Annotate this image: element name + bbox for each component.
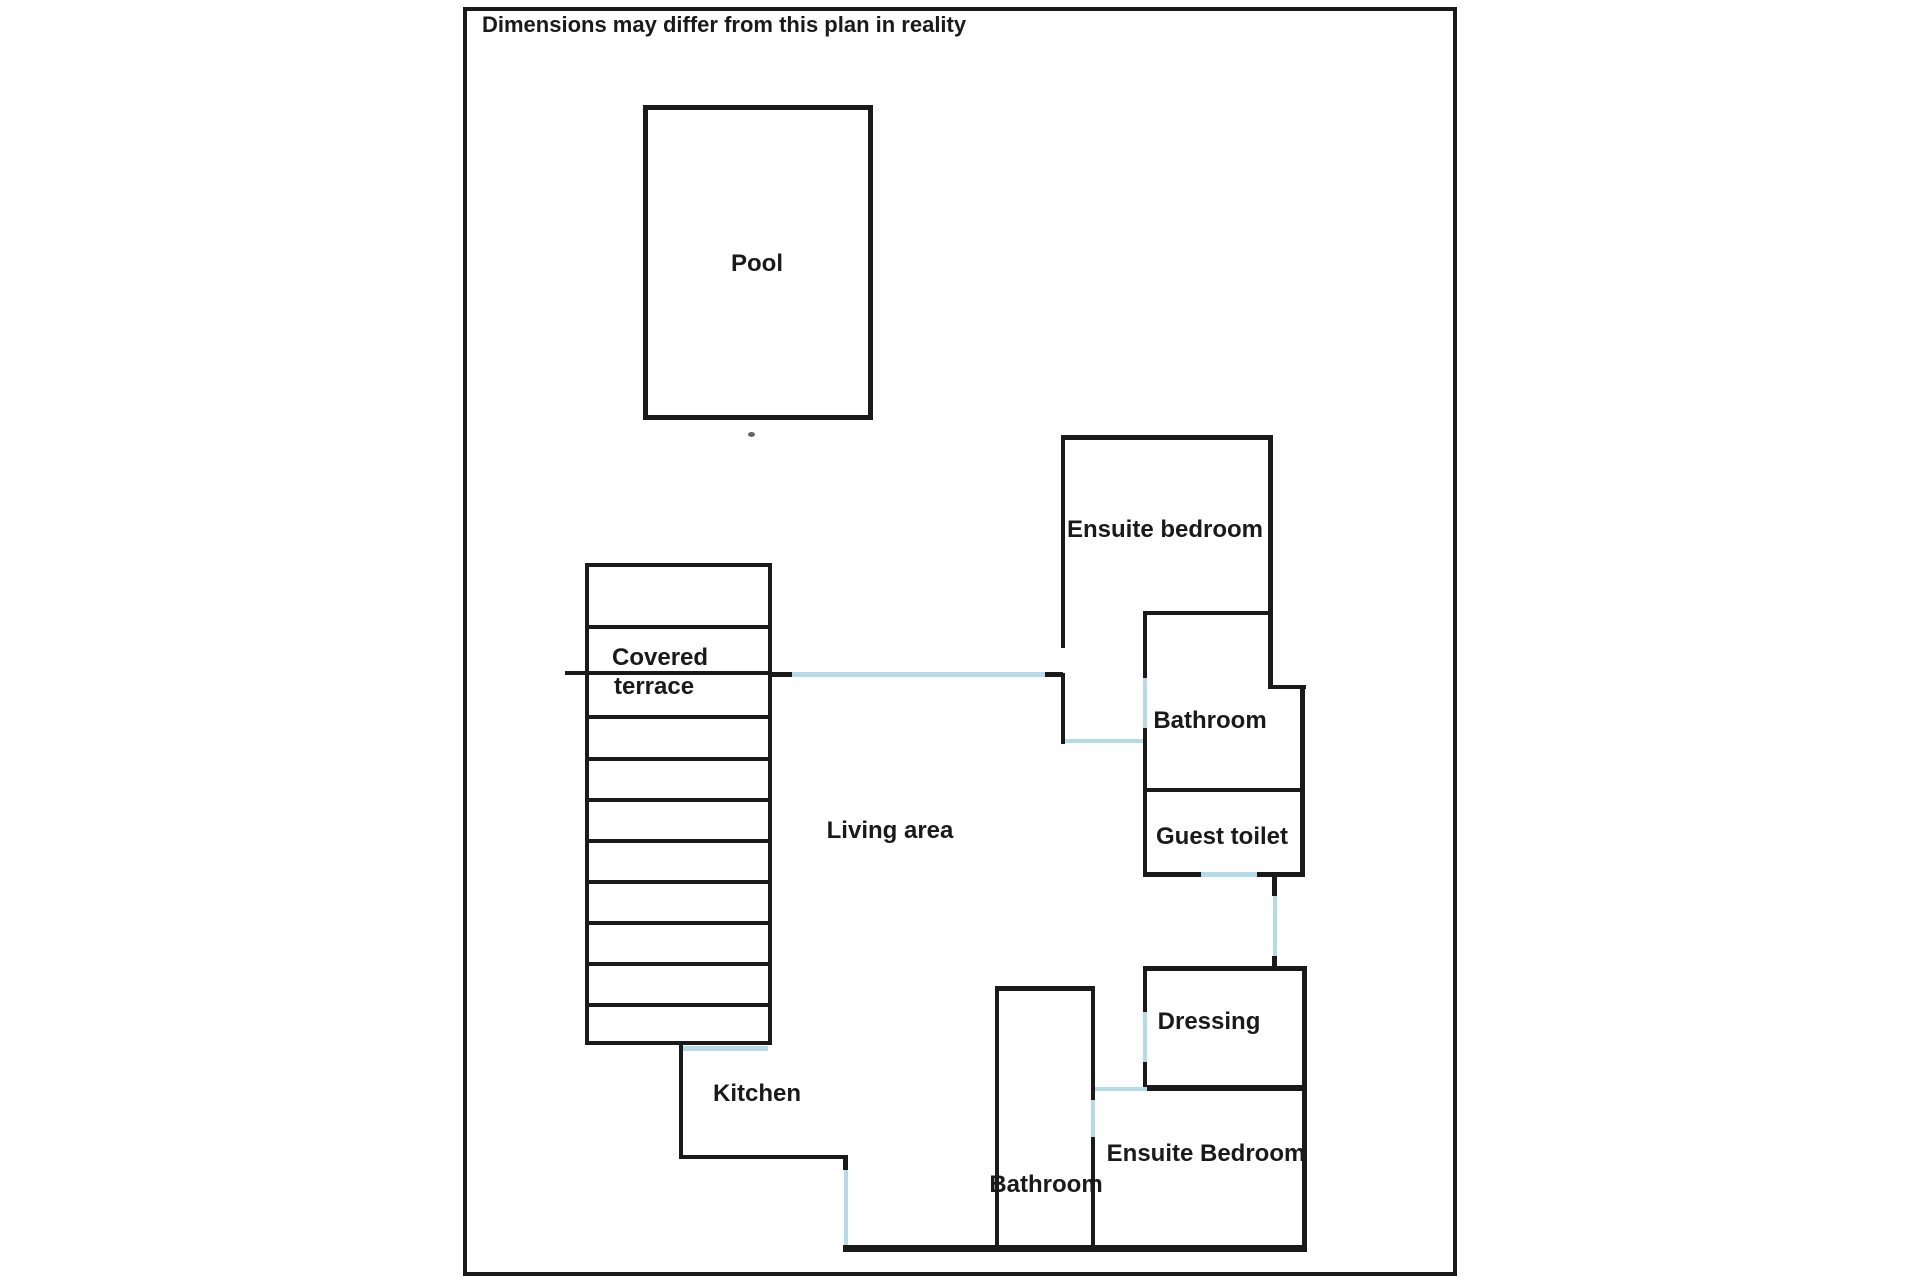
bathroom2-left-wall <box>995 988 999 1248</box>
plan-smudge-dot <box>748 432 755 437</box>
corridor-end-tick <box>1272 956 1277 970</box>
dressing-left-wall-upper <box>1143 966 1147 1012</box>
bathroom2-door-opening <box>1091 1100 1095 1137</box>
covered-terrace-outline <box>585 563 772 1045</box>
bathroom-door-opening <box>1143 678 1147 728</box>
room-label-dressing: Dressing <box>1157 1007 1261 1035</box>
bottom-exterior-wall <box>843 1245 1307 1252</box>
terrace-stripe <box>585 880 772 884</box>
bathroom-top-wall <box>1143 611 1272 615</box>
glazed-wall-end-right <box>1045 672 1063 677</box>
ensuite-right-wall <box>1268 435 1273 689</box>
bathroom-left-wall-upper <box>1143 611 1147 678</box>
terrace-stripe <box>585 671 772 675</box>
terrace-stripe <box>585 715 772 719</box>
terrace-stripe <box>585 1003 772 1007</box>
ensuite-top-wall <box>1061 435 1273 440</box>
glazed-wall-end-left <box>772 672 792 677</box>
ensuite-left-wall-lower <box>1061 673 1065 744</box>
plan-border <box>463 7 1457 1276</box>
terrace-stripe <box>585 798 772 802</box>
terrace-stripe <box>585 625 772 629</box>
ensuite-jut-wall <box>1268 685 1306 689</box>
disclaimer-text: Dimensions may differ from this plan in … <box>482 12 967 37</box>
room-label-bathroom-bottom: Bathroom <box>989 1170 1103 1198</box>
ensuite-window-opening <box>1065 739 1143 743</box>
right-exterior-wall <box>1302 966 1307 1250</box>
terrace-left-tick <box>565 671 585 675</box>
terrace-stripe <box>585 962 772 966</box>
kitchen-bottom-wall <box>679 1155 847 1159</box>
bathroom-guest-toilet-divider <box>1143 788 1305 792</box>
corridor-opening <box>1273 896 1277 960</box>
corridor-stub-wall <box>1272 872 1277 896</box>
room-label-terrace: terrace <box>614 672 695 700</box>
bathroom-left-wall-lower <box>1143 728 1147 875</box>
room-label-ensuite-bedroom-bottom: Ensuite Bedroom <box>1106 1139 1306 1167</box>
dressing-top-wall <box>1143 966 1307 971</box>
pool-outline <box>643 105 873 420</box>
room-label-ensuite-bedroom-top: Ensuite bedroom <box>1066 515 1264 543</box>
guest-toilet-bottom-wall-left <box>1143 872 1201 877</box>
kitchen-left-wall <box>679 1045 683 1159</box>
bedroom-window-opening <box>1093 1087 1147 1091</box>
bathroom2-right-wall-upper <box>1091 988 1095 1100</box>
bathroom-right-wall <box>1300 685 1305 876</box>
room-label-kitchen: Kitchen <box>712 1079 802 1107</box>
ensuite-left-wall-upper <box>1061 435 1065 648</box>
terrace-stripe <box>585 921 772 925</box>
terrace-stripe <box>585 757 772 761</box>
room-label-bathroom-top: Bathroom <box>1153 706 1267 734</box>
guest-toilet-door-opening <box>1201 872 1257 877</box>
terrace-stripe <box>585 839 772 843</box>
bathroom2-top-wall <box>995 986 1095 991</box>
glazed-wall-opening <box>792 672 1045 677</box>
room-label-guest-toilet: Guest toilet <box>1155 822 1289 850</box>
kitchen-door-opening <box>844 1170 848 1248</box>
terrace-door-opening <box>682 1046 768 1051</box>
dressing-bottom-wall <box>1143 1085 1307 1091</box>
dressing-door-opening <box>1143 1012 1147 1062</box>
room-label-covered: Covered <box>612 643 709 671</box>
dressing-left-wall-lower <box>1143 1062 1147 1090</box>
bathroom2-right-wall-lower <box>1091 1137 1095 1248</box>
room-label-living-area: Living area <box>826 816 954 844</box>
kitchen-stub-wall <box>843 1155 848 1170</box>
guest-toilet-bottom-wall-right <box>1257 872 1305 877</box>
room-label-pool: Pool <box>731 249 783 277</box>
